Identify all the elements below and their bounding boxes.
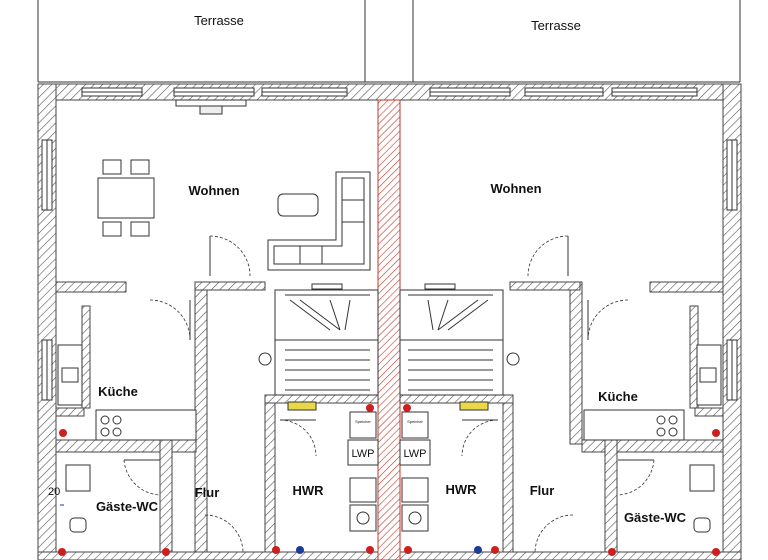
dining-table xyxy=(97,159,155,237)
windows-top xyxy=(81,87,698,97)
doors xyxy=(123,235,655,553)
room-kueche-right: Küche xyxy=(598,389,638,404)
socket-icon xyxy=(58,548,66,556)
socket-icon xyxy=(296,546,304,554)
wc-fixtures-left xyxy=(60,464,91,533)
sockets xyxy=(58,404,720,556)
socket-icon xyxy=(366,546,374,554)
hwr-equipment-right: Speicher LWP xyxy=(399,401,489,532)
room-flur-right: Flur xyxy=(530,483,555,498)
terrace-right-label: Terrasse xyxy=(531,18,581,33)
wc-fixtures-right xyxy=(689,464,715,533)
socket-icon xyxy=(712,548,720,556)
hwr-equipment-left: Speicher LWP xyxy=(287,401,379,532)
party-wall xyxy=(377,99,401,560)
lwp-left-label: LWP xyxy=(351,448,374,460)
speicher-right-label: Speicher xyxy=(407,419,423,424)
room-hwr-left: HWR xyxy=(292,483,324,498)
room-flur-left: Flur xyxy=(195,485,220,500)
socket-icon xyxy=(608,548,616,556)
sofa xyxy=(267,171,371,271)
radiator-icon xyxy=(175,99,247,107)
speicher-left-label: Speicher xyxy=(355,419,371,424)
socket-icon xyxy=(491,546,499,554)
lwp-right-label: LWP xyxy=(403,448,426,460)
socket-icon xyxy=(366,404,374,412)
room-gaeste-wc-left: Gäste-WC xyxy=(96,499,159,514)
socket-icon xyxy=(162,548,170,556)
terrace-left: Terrasse xyxy=(37,0,366,83)
socket-icon xyxy=(272,546,280,554)
interior-walls-right xyxy=(399,281,724,553)
staircase-right xyxy=(399,283,520,396)
room-gaeste-wc-right: Gäste-WC xyxy=(624,510,687,525)
terrace-left-label: Terrasse xyxy=(194,13,244,28)
socket-icon xyxy=(474,546,482,554)
dimension-note: 20 xyxy=(48,486,60,498)
room-wohnen-right: Wohnen xyxy=(490,181,541,196)
kitchen-left xyxy=(57,344,197,441)
room-wohnen-left: Wohnen xyxy=(188,183,239,198)
room-kueche-left: Küche xyxy=(98,384,138,399)
terrace-right: Terrasse xyxy=(364,0,741,83)
socket-icon xyxy=(712,429,720,437)
staircase-left xyxy=(258,283,379,396)
room-hwr-right: HWR xyxy=(445,482,477,497)
socket-icon xyxy=(403,404,411,412)
windows-side xyxy=(41,139,738,401)
interior-walls-left xyxy=(55,281,379,553)
socket-icon xyxy=(59,429,67,437)
kitchen-right xyxy=(583,344,722,441)
socket-icon xyxy=(404,546,412,554)
